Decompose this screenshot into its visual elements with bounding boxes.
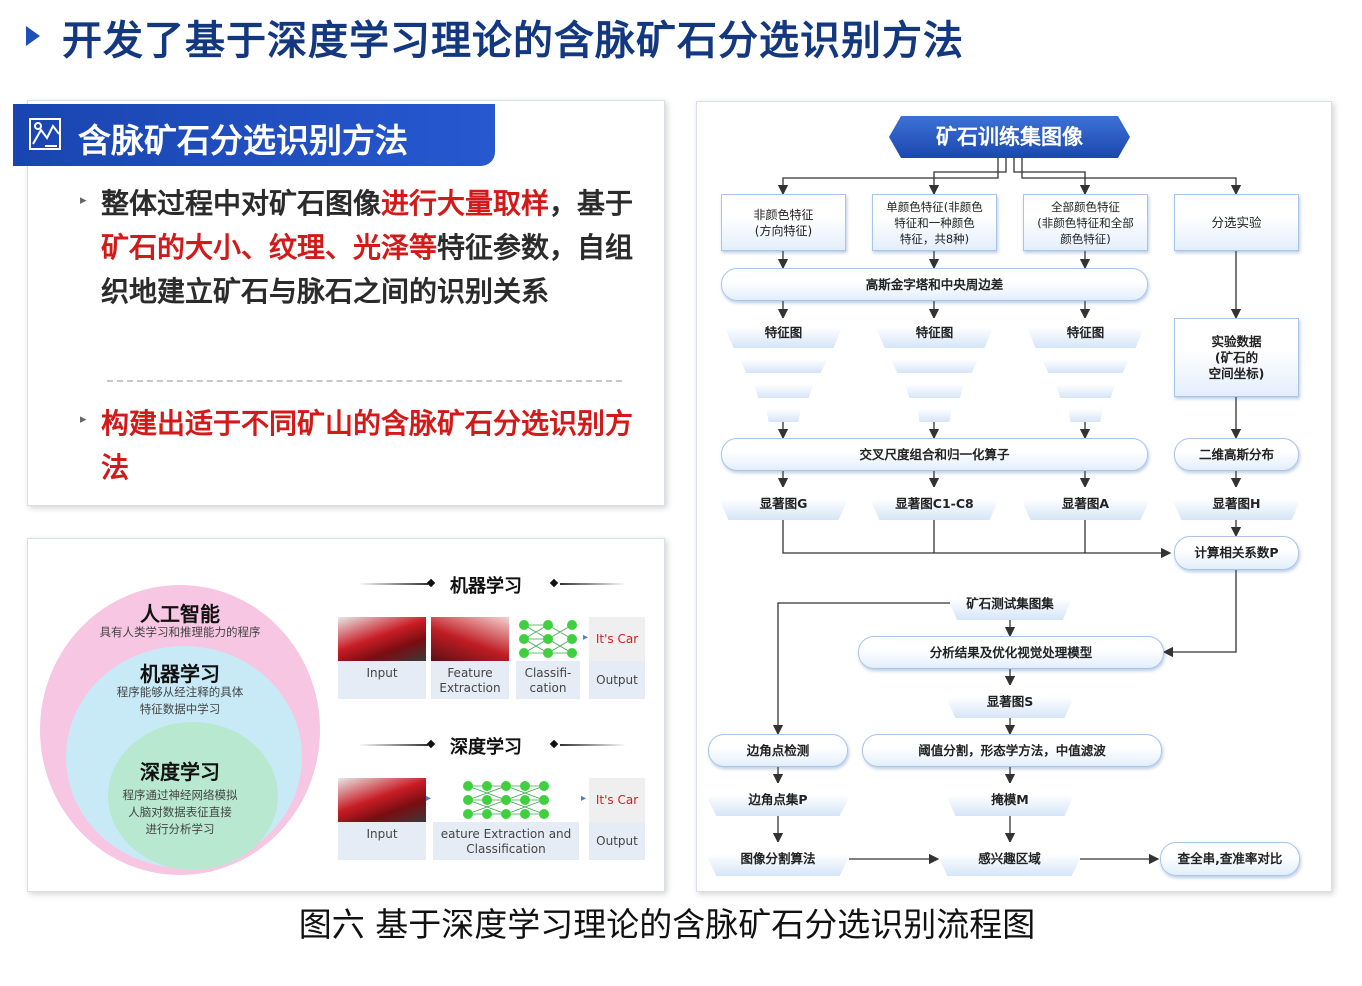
dl-title: 深度学习 [140,760,220,784]
bullet-icon: ▸ [80,412,87,427]
divider [107,380,622,382]
dl-circle [108,722,278,870]
feature-images [431,617,509,661]
correlation-node: 计算相关系数P [1174,536,1299,570]
highlight-text: 进行大量取样 [381,187,550,220]
saliency-a-node: 显著图A [1023,487,1148,520]
mask-node: 掩模M [948,783,1072,816]
saliency-c-node: 显著图C1-C8 [872,487,997,520]
separator [560,583,626,585]
neural-network-icon [433,778,579,822]
input-label: Input [338,661,426,699]
ai-subtitle: 具有人类学习和推理能力的程序 [99,625,261,639]
arrow-icon: ▸ [581,793,587,804]
highlight-text: 矿石的大小、纹理、光泽等 [101,231,438,264]
cross-scale-node: 交叉尺度组合和归一化算子 [721,438,1148,471]
corner-set-node: 边角点集P [708,783,848,816]
input-label: Input [338,822,426,860]
feature-map-node: 特征图 [721,318,846,348]
dl-subtitle: 程序通过神经网络模拟人脑对数据表征直接进行分析学习 [122,788,238,836]
page-title: 开发了基于深度学习理论的含脉矿石分选识别方法 [62,18,964,64]
neural-network-icon [516,617,580,661]
method-card [27,100,665,506]
arrow-icon: ▸ [583,632,589,643]
body-text: ，基于 [549,187,634,220]
body-text: 特征参数，自组织地建立矿石与脉石之间的识别关系 [101,231,634,308]
test-set-node: 矿石测试集图集 [950,587,1070,620]
output-label: Output [589,661,645,699]
ml-subtitle: 程序能够从经注释的具体特征数据中学习 [116,685,244,716]
pyramid-level [737,353,830,373]
pyramid-level [1067,403,1104,422]
ml-panel-title: 机器学习 [450,576,522,597]
saliency-g-node: 显著图G [721,487,846,520]
dl-panel-title: 深度学习 [450,737,522,758]
pyramid-level [765,403,802,422]
training-set-node: 矿石训练集图像 [889,116,1130,158]
car-image [338,617,426,661]
separator [358,583,428,585]
ai-title: 人工智能 [140,602,220,626]
pyramid-level [1039,353,1132,373]
saliency-h-node: 显著图H [1174,487,1299,520]
roi-node: 感兴趣区域 [939,842,1080,876]
pyramid-level [903,378,966,398]
paragraph-1: 整体过程中对矿石图像进行大量取样，基于矿石的大小、纹理、光泽等特征参数，自组织地… [101,182,641,314]
body-text: 整体过程中对矿石图像 [101,187,382,220]
car-image [338,778,426,822]
result-label: It's Car [589,617,645,661]
feature-classification-label: eature Extraction and Classification [433,822,579,860]
method-card-header [13,104,495,166]
feature-map-node: 特征图 [1023,318,1148,348]
separator [560,744,626,746]
sorting-experiment-node: 分选实验 [1174,194,1299,251]
analysis-node: 分析结果及优化视觉处理模型 [858,636,1164,669]
paragraph-2: 构建出适于不同矿山的含脉矿石分选识别方法 [101,407,634,484]
figure-caption: 图六 基于深度学习理论的含脉矿石分选识别流程图 [298,905,1036,944]
feature-map-node: 特征图 [872,318,997,348]
method-card-title: 含脉矿石分选识别方法 [78,121,408,160]
ml-title: 机器学习 [140,662,220,686]
comparison-node: 查全串,查准率对比 [1160,842,1300,876]
result-label: It's Car [589,778,645,822]
pyramid-level [1054,378,1117,398]
classification-label: Classifi- cation [516,661,580,699]
experiment-data-node: 实验数据 (矿石的 空间坐标) [1174,318,1299,397]
segmentation-node: 图像分割算法 [708,842,848,876]
header-chevron-icon [26,26,40,46]
all-color-feature-node: 全部颜色特征 (非颜色特征和全部 颜色特征) [1023,194,1148,251]
pyramid-level [888,353,981,373]
mining-icon [27,116,63,152]
output-label: Output [589,822,645,860]
arrow-icon: ▸ [426,793,432,804]
saliency-s-node: 显著图S [948,685,1072,718]
feature-extraction-label: Feature Extraction [431,661,509,699]
pyramid-level [916,403,953,422]
gaussian-2d-node: 二维高斯分布 [1174,438,1299,471]
corner-detection-node: 边角点检测 [708,734,848,767]
non-color-feature-node: 非颜色特征 (方向特征) [721,194,846,251]
bullet-icon: ▸ [80,193,87,208]
threshold-node: 阈值分割，形态学方法，中值滤波 [862,734,1162,767]
pyramid-level [752,378,815,398]
single-color-feature-node: 单颜色特征(非颜色 特征和一种颜色 特征，共8种) [872,194,997,251]
gaussian-pyramid-node: 高斯金字塔和中央周边差 [721,268,1148,301]
separator [358,744,428,746]
